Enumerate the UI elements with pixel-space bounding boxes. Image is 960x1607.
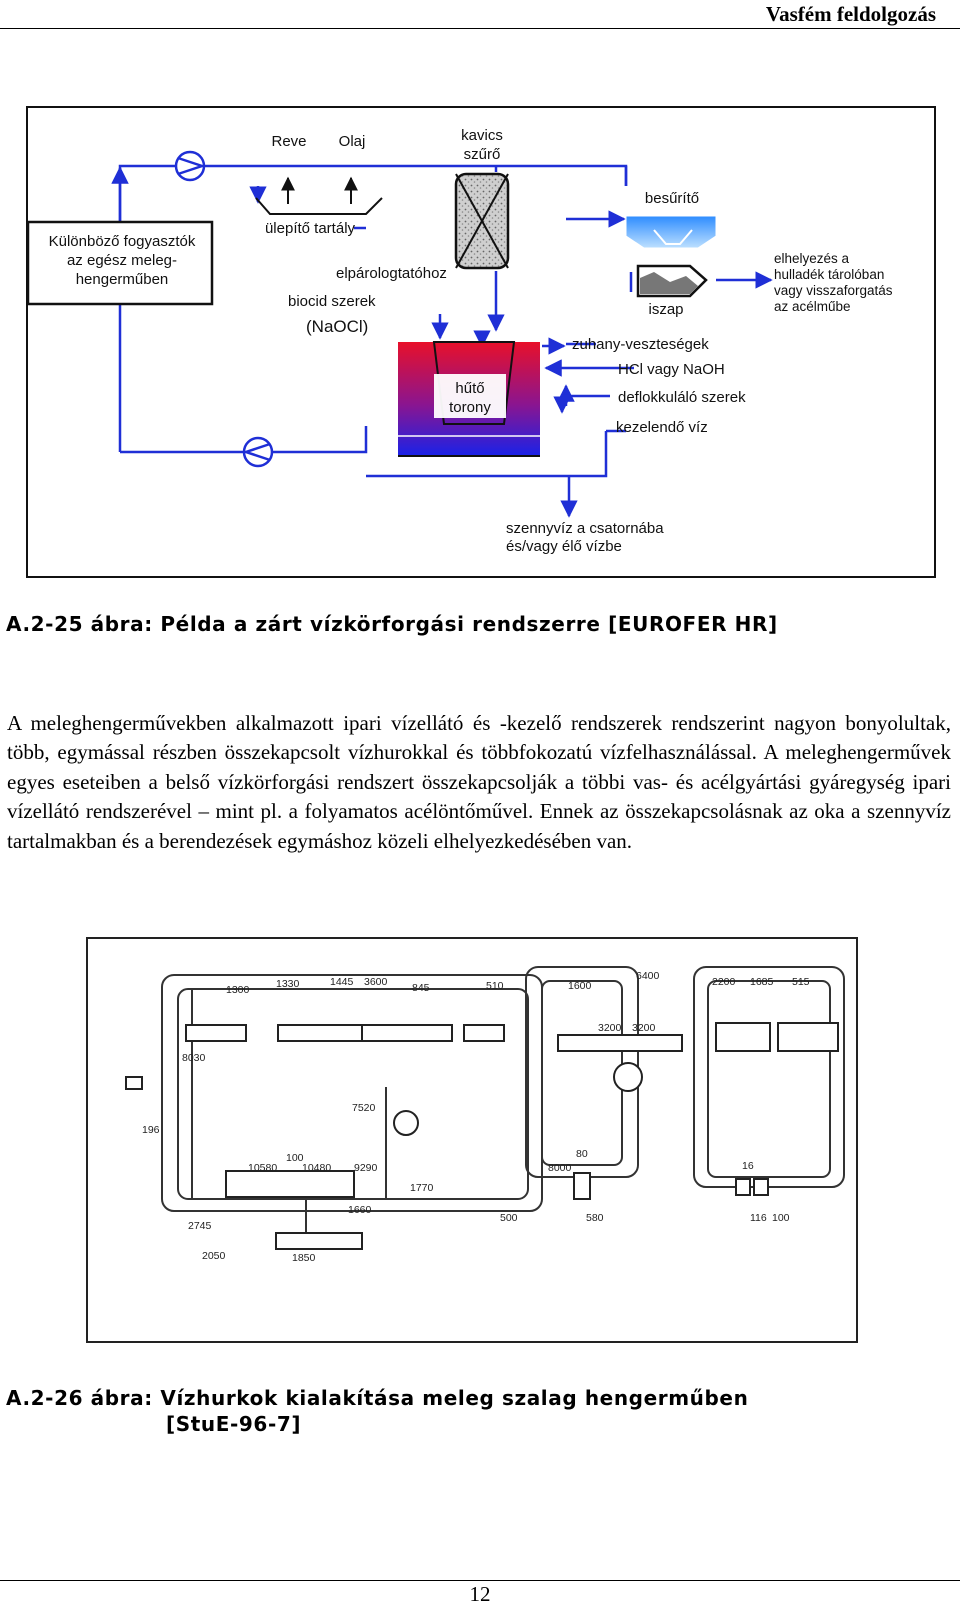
consumers-label-3: hengerműben <box>76 271 169 288</box>
flow-value: 100 <box>772 1212 790 1224</box>
flow-value: 1850 <box>292 1252 316 1264</box>
thickener <box>625 215 717 249</box>
settling-tank <box>255 197 383 215</box>
water-circuit-lines <box>111 164 773 518</box>
flow-value: 196 <box>142 1124 160 1136</box>
figure-closed-water-circuit: Különböző fogyasztók az egész meleg- hen… <box>26 106 936 578</box>
flow-value: 100 <box>286 1152 304 1164</box>
label-huto-1: hűtő <box>455 380 484 397</box>
flow-value: 3600 <box>364 976 388 988</box>
label-szennyviz-2: és/vagy élő vízbe <box>506 538 622 555</box>
label-iszap: iszap <box>648 301 683 318</box>
flow-value: 515 <box>792 976 810 988</box>
label-reve: Reve <box>271 133 306 150</box>
label-kavics-1: kavics <box>461 127 503 144</box>
figure2-caption-line1: A.2-26 ábra: Vízhurkok kialakítása meleg… <box>6 1386 749 1410</box>
consumers-box <box>26 220 214 306</box>
flow-value: 3200 <box>598 1022 622 1034</box>
label-elhelyezes-2: hulladék tárolóban <box>774 267 884 282</box>
label-elhelyezes-4: az acélműbe <box>774 299 851 314</box>
pump-icon <box>174 150 206 182</box>
figure1-caption: A.2-25 ábra: Példa a zárt vízkörforgási … <box>6 612 778 636</box>
flow-value: 7520 <box>352 1102 376 1114</box>
label-zuhany: zuhany-veszteségek <box>572 336 709 353</box>
label-huto-2: torony <box>449 399 491 416</box>
label-szennyviz-1: szennyvíz a csatornába <box>506 520 664 537</box>
label-biocid: biocid szerek <box>288 293 376 310</box>
flow-values: 1300 1330 1445 3600 845 510 8030 196 752… <box>142 970 810 1264</box>
flow-value: 1660 <box>348 1204 372 1216</box>
label-elhelyezes-1: elhelyezés a <box>774 251 850 266</box>
pump-icon <box>242 436 274 468</box>
flow-value: 2200 <box>712 976 736 988</box>
label-elhelyezes-3: vagy visszaforgatás <box>774 283 893 298</box>
running-header: Vasfém feldolgozás <box>765 2 936 26</box>
figure2-caption-line2: [StuE-96-7] <box>166 1412 302 1436</box>
label-olaj: Olaj <box>339 133 366 150</box>
consumers-label-1: Különböző fogyasztók <box>49 233 196 250</box>
flow-value: 3200 <box>632 1022 656 1034</box>
loop-pipes <box>161 966 845 1237</box>
label-hcl: HCl vagy NaOH <box>618 361 725 378</box>
flow-value: 1600 <box>568 980 592 992</box>
label-naocl: (NaOCl) <box>306 317 368 336</box>
page-number: 12 <box>469 1582 491 1606</box>
flow-value: 9290 <box>354 1162 378 1174</box>
flow-value: 10580 <box>248 1162 277 1174</box>
flow-value: 80 <box>576 1148 588 1160</box>
flow-value: 1300 <box>226 984 250 996</box>
flow-value: 1685 <box>750 976 774 988</box>
flow-value: 2050 <box>202 1250 226 1262</box>
flow-value: 16 <box>742 1160 754 1172</box>
header-divider <box>0 28 960 29</box>
flow-value: 500 <box>500 1212 518 1224</box>
figure2-frame <box>86 937 858 1343</box>
flow-value: 8030 <box>182 1052 206 1064</box>
flow-value: 580 <box>586 1212 604 1224</box>
figure-water-loops-scheme: 1300 1330 1445 3600 845 510 8030 196 752… <box>86 937 858 1343</box>
flow-value: 1445 <box>330 976 354 988</box>
label-elparologtato: elpárologtatóhoz <box>336 265 447 282</box>
label-deflokk: deflokkuláló szerek <box>618 389 746 406</box>
flow-value: 116 <box>750 1212 767 1224</box>
flow-value: 1770 <box>410 1182 434 1194</box>
footer-divider <box>0 1580 960 1581</box>
flow-value: 6400 <box>636 970 660 982</box>
flow-value: 845 <box>412 982 430 994</box>
flow-value: 10480 <box>302 1162 331 1174</box>
label-kavics-2: szűrő <box>464 146 501 163</box>
flow-value: 2745 <box>188 1220 212 1232</box>
label-kezelendo: kezelendő víz <box>616 419 708 436</box>
flow-value: 1330 <box>276 978 300 990</box>
label-ulepito: ülepítő tartály <box>265 220 356 237</box>
flow-value: 8000 <box>548 1162 572 1174</box>
process-units <box>125 1022 839 1250</box>
label-besurito: besűrítő <box>645 190 699 207</box>
consumers-label-2: az egész meleg- <box>67 252 177 269</box>
flow-value: 510 <box>486 980 504 992</box>
body-paragraph: A meleghengerművekben alkalmazott ipari … <box>7 711 951 853</box>
